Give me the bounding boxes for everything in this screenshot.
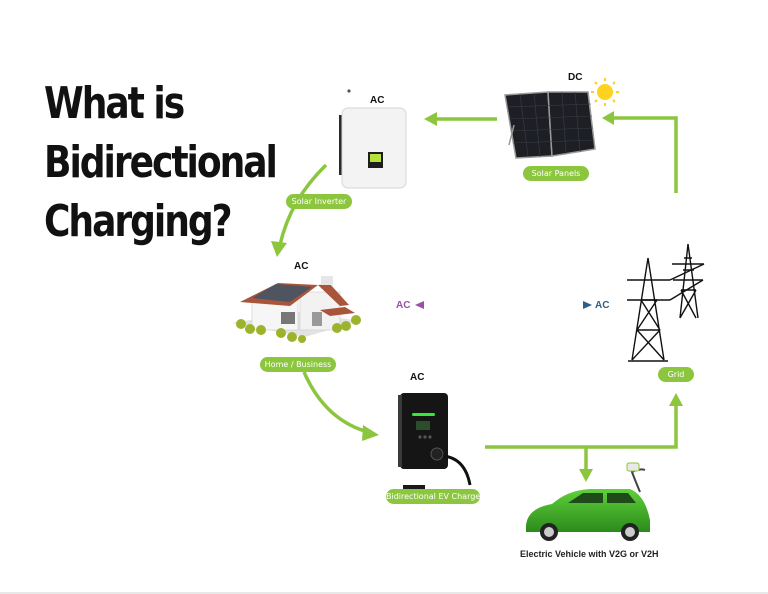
title-line-3: Charging? xyxy=(44,196,233,247)
bidirectional-ac-arrow xyxy=(415,301,592,309)
bidirectional-right-ac-label: AC xyxy=(595,300,610,311)
arrow-charger-to-grid-and-ev xyxy=(485,393,683,482)
arrow-inverter-to-home xyxy=(271,163,328,257)
home-icon xyxy=(232,276,361,343)
ev-charger-label: Bidirectional EV Charger xyxy=(386,489,484,504)
bottom-border xyxy=(0,592,768,594)
solar-panels-label: Solar Panels xyxy=(523,166,589,181)
ev-charger-icon xyxy=(398,393,472,499)
home-business-label: Home / Business xyxy=(260,357,336,372)
charger-current-label: AC xyxy=(410,372,425,383)
panels-current-label: DC xyxy=(568,72,583,83)
arrow-home-to-charger xyxy=(302,371,379,441)
title-line-2: Bidirectional xyxy=(44,137,278,188)
grid-towers-icon xyxy=(627,243,705,362)
grid-label: Grid xyxy=(658,367,694,382)
arrow-panels-to-inverter xyxy=(424,112,497,126)
solar-inverter-label: Solar Inverter xyxy=(286,194,352,209)
inverter-current-label: AC xyxy=(370,95,385,106)
bidirectional-left-ac-label: AC xyxy=(396,300,411,311)
home-current-label: AC xyxy=(294,261,309,272)
sun-icon xyxy=(591,78,619,106)
solar-inverter-icon xyxy=(339,89,407,189)
page-title: What is Bidirectional Charging? xyxy=(44,74,278,251)
arrow-grid-to-panels xyxy=(602,111,678,193)
solar-panels-icon xyxy=(504,91,596,159)
electric-vehicle-icon xyxy=(526,462,650,541)
electric-vehicle-label: Electric Vehicle with V2G or V2H xyxy=(520,549,659,559)
title-line-1: What is xyxy=(44,78,185,129)
